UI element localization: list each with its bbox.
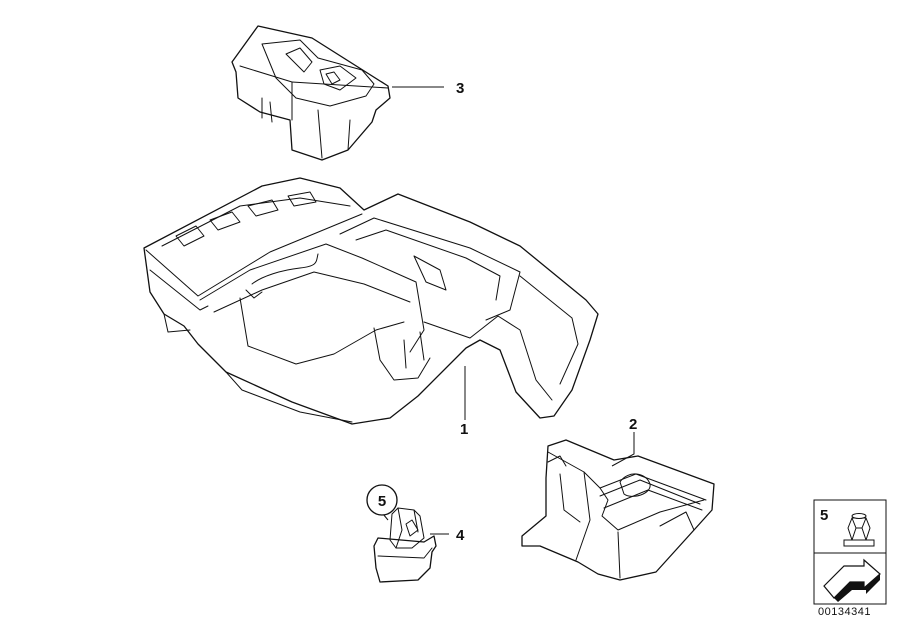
leader-2	[611, 432, 635, 467]
part-4-clip-bracket[interactable]	[373, 507, 437, 583]
callout-5-circle: 5	[366, 484, 398, 516]
callout-3: 3	[456, 80, 464, 97]
callout-1: 1	[460, 421, 468, 438]
callout-2: 2	[629, 416, 637, 433]
part-3-tray-insert[interactable]	[231, 25, 391, 161]
legend-callout-5: 5	[820, 507, 828, 524]
callout-4: 4	[456, 527, 465, 544]
svg-text:5: 5	[378, 493, 386, 510]
direction-arrow-icon	[823, 558, 881, 602]
nut-icon	[843, 513, 875, 547]
part-2-foam-block[interactable]	[521, 439, 715, 581]
part-1-floor-tray[interactable]	[143, 177, 599, 425]
drawing-reference-number: 00134341	[818, 606, 871, 618]
legend-box: 5	[813, 499, 887, 605]
